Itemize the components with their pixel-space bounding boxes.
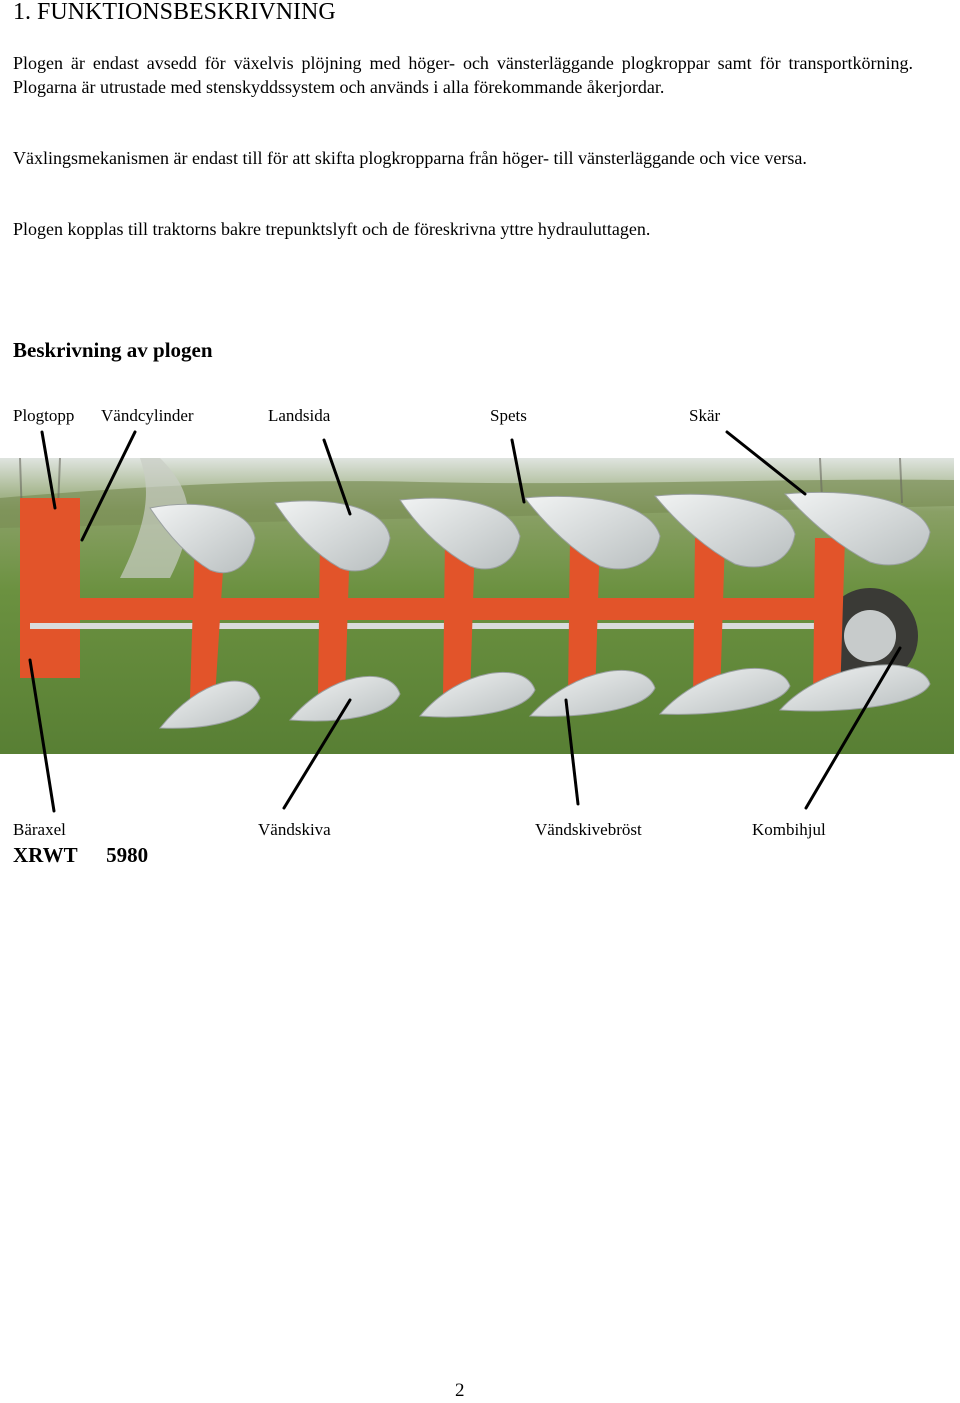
label-spets: Spets xyxy=(490,406,527,425)
label-kombihjul: Kombihjul xyxy=(752,820,826,839)
section-title: Beskrivning av plogen xyxy=(13,338,213,362)
intro-paragraph: Plogen är endast avsedd för växelvis plö… xyxy=(13,53,913,97)
page-heading: 1. FUNKTIONSBESKRIVNING xyxy=(13,0,336,25)
label-vandcylinder: Vändcylinder xyxy=(101,406,194,425)
label-skar: Skär xyxy=(689,406,721,425)
coupling-paragraph: Plogen kopplas till traktorns bakre trep… xyxy=(13,219,651,239)
model-number: 5980 xyxy=(106,843,149,867)
label-vandskivebrost: Vändskivebröst xyxy=(535,820,642,839)
page-number: 2 xyxy=(455,1380,465,1401)
label-vandskiva: Vändskiva xyxy=(258,820,331,839)
label-landsida: Landsida xyxy=(268,406,331,425)
plough-photo xyxy=(0,458,954,754)
model-name: XRWT xyxy=(13,843,78,867)
model-designation: XRWT 5980 xyxy=(13,843,148,868)
label-baraxel: Bäraxel xyxy=(13,820,66,839)
mechanism-paragraph: Växlingsmekanismen är endast till för at… xyxy=(13,148,807,168)
label-plogtopp: Plogtopp xyxy=(13,406,75,425)
